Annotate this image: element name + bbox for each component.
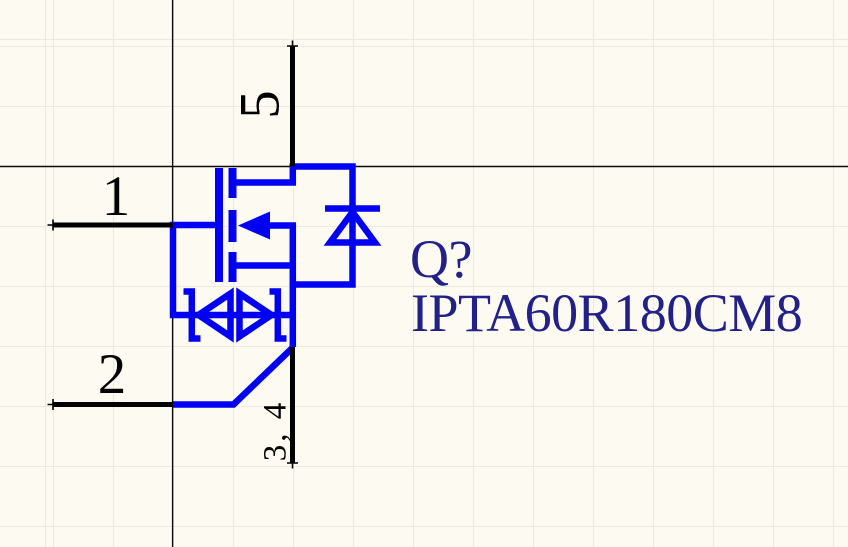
pin-5[interactable] xyxy=(287,40,298,167)
pin-5-hotspot-cross-icon xyxy=(287,40,298,52)
esd-left-cathode-bar[interactable] xyxy=(183,288,201,342)
body-diode-triangle[interactable] xyxy=(323,206,382,246)
esd-right-triangle[interactable] xyxy=(236,287,278,343)
esd-right-cathode-bar[interactable] xyxy=(269,288,287,342)
component-designator[interactable]: Q? xyxy=(410,229,472,289)
pin-label-1[interactable]: 1 xyxy=(101,165,131,228)
pin-label-5[interactable]: 5 xyxy=(228,89,292,119)
pin-3-4[interactable] xyxy=(287,347,298,469)
pin-label-2[interactable]: 2 xyxy=(97,343,127,406)
wire-source-sense[interactable] xyxy=(173,345,296,408)
esd-zener-right-icon[interactable] xyxy=(236,287,287,343)
source-sense-wire-path[interactable] xyxy=(173,345,296,408)
mosfet-symbol[interactable] xyxy=(183,163,382,348)
pin-1-hotspot-cross-icon xyxy=(47,219,59,231)
pin-3-4-hotspot-cross-icon xyxy=(287,457,298,469)
drain-connection[interactable] xyxy=(232,163,356,288)
pin-label-3-4[interactable]: 3, 4 xyxy=(257,399,293,461)
esd-left-triangle[interactable] xyxy=(192,287,234,343)
esd-zener-left-icon[interactable] xyxy=(183,287,234,343)
pin-2-hotspot-cross-icon xyxy=(47,399,59,410)
pin-1[interactable] xyxy=(47,219,174,231)
body-diode-icon[interactable] xyxy=(323,205,382,246)
source-connection[interactable] xyxy=(232,222,297,348)
pin-2[interactable] xyxy=(47,399,174,410)
component-comment[interactable]: IPTA60R180CM8 xyxy=(411,283,803,343)
substrate-arrow-icon[interactable] xyxy=(238,211,270,240)
